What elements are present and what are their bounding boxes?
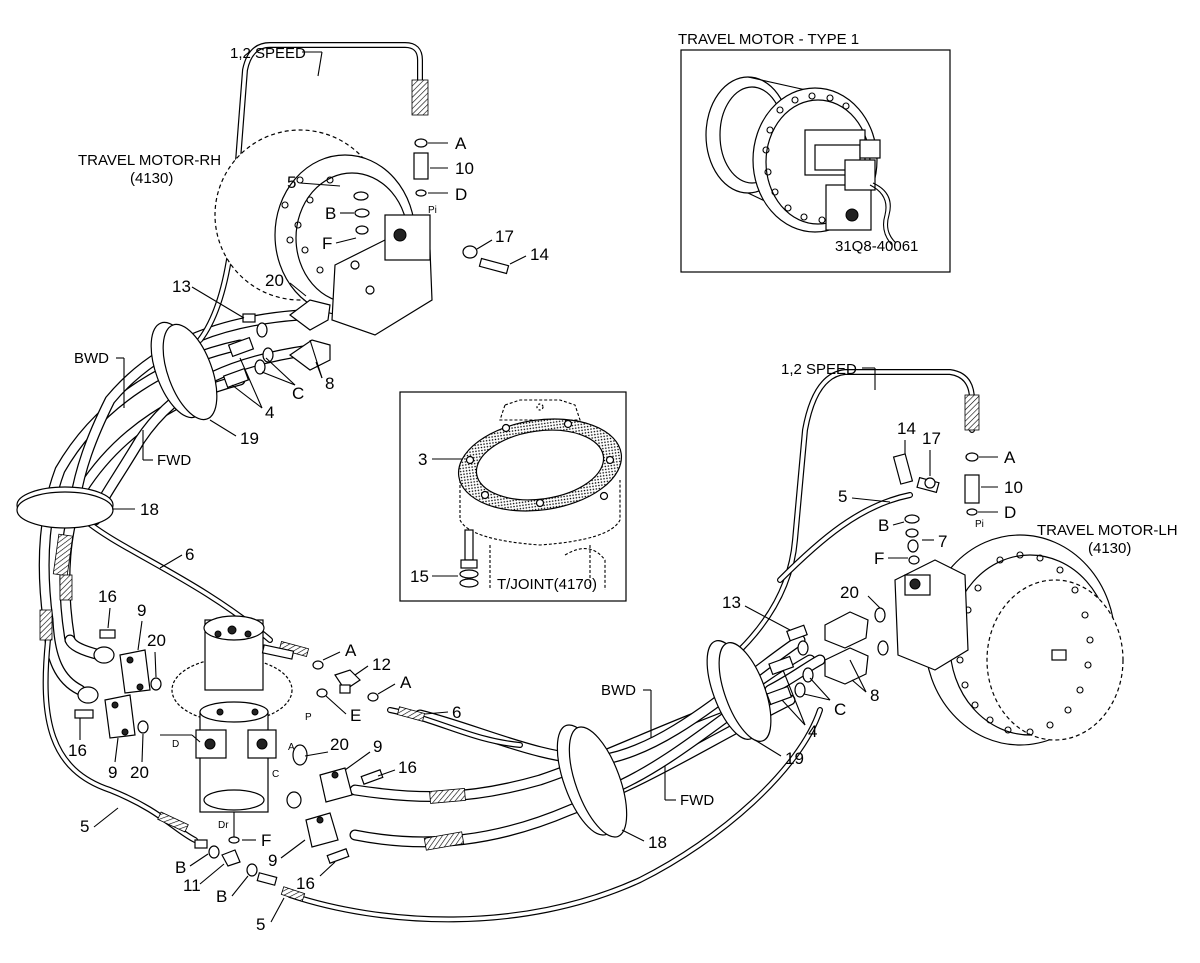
rh-label-17: 17: [495, 227, 514, 246]
motor-rh-title: TRAVEL MOTOR-RH: [78, 152, 221, 169]
sw-label-6b: 6: [452, 703, 461, 722]
rh-label-A: A: [455, 134, 467, 153]
lh-label-18: 18: [648, 833, 667, 852]
motor-lh-code: (4130): [1088, 540, 1131, 557]
sw-label-9a: 9: [137, 601, 146, 620]
rh-label-18: 18: [140, 500, 159, 519]
lh-label-7: 7: [938, 532, 947, 551]
sw-label-20a: 20: [147, 631, 166, 650]
rh-callouts: 1,2 SPEED A 10 D Pi 5 B F 17 14 20 13 C …: [74, 45, 549, 519]
lh-label-A: A: [1004, 448, 1016, 467]
motor-lh-title: TRAVEL MOTOR-LH: [1037, 522, 1178, 539]
travel-motor-rh-illustration: [214, 129, 433, 371]
lh-label-D: D: [1004, 503, 1016, 522]
lh-label-19: 19: [785, 749, 804, 768]
sw-label-D: D: [172, 739, 179, 750]
lh-label-Pi: Pi: [975, 519, 984, 530]
rh-label-C: C: [292, 384, 304, 403]
inset-title: TRAVEL MOTOR - TYPE 1: [678, 31, 859, 48]
lh-label-20: 20: [840, 583, 859, 602]
sw-port-C: C: [272, 769, 279, 780]
sw-label-9c: 9: [373, 737, 382, 756]
sw-label-B1: B: [175, 858, 186, 877]
lh-label-5: 5: [838, 487, 847, 506]
lh-label-FWD: FWD: [680, 792, 714, 809]
rh-label-speed: 1,2 SPEED: [230, 45, 306, 62]
sw-label-B2: B: [216, 887, 227, 906]
rh-label-19: 19: [240, 429, 259, 448]
sw-label-A1: A: [345, 641, 357, 660]
lh-label-F: F: [874, 549, 884, 568]
lh-label-14: 14: [897, 419, 916, 438]
sw-label-6a: 6: [185, 545, 194, 564]
sw-label-12: 12: [372, 655, 391, 674]
lh-callouts: 1,2 SPEED 14 17 A 10 D Pi 5 B 7 F 20 13 …: [601, 361, 1023, 852]
motor-rh-code: (4130): [130, 170, 173, 187]
sw-label-9d: 9: [268, 851, 277, 870]
sw-label-16c: 16: [398, 758, 417, 777]
lh-label-13: 13: [722, 593, 741, 612]
rh-label-14: 14: [530, 245, 549, 264]
rh-label-4: 4: [265, 403, 274, 422]
sw-label-16d: 16: [296, 874, 315, 893]
rh-label-10: 10: [455, 159, 474, 178]
sw-label-11: 11: [183, 876, 201, 895]
sw-label-5b: 5: [256, 915, 265, 934]
lh-label-10: 10: [1004, 478, 1023, 497]
sw-label-Dr: Dr: [218, 820, 229, 831]
travel-motor-lh-illustration: [894, 534, 1124, 746]
inset-turning-joint: 3 15 T/JOINT(4170): [399, 391, 627, 602]
lh-label-speed: 1,2 SPEED: [781, 361, 857, 378]
joint-caption: T/JOINT(4170): [497, 576, 597, 593]
rh-fittings: [222, 138, 510, 389]
sw-label-16a: 16: [98, 587, 117, 606]
sw-label-P: P: [305, 712, 312, 723]
lh-label-C: C: [834, 700, 846, 719]
inset-travel-motor-type1: TRAVEL MOTOR - TYPE 1 31Q8-40061: [678, 31, 951, 273]
joint-gasket-illustration: [457, 399, 623, 590]
swivel-callouts: 6 16 9 20 A 12 A E P 6 16 9 20 D A C 20 …: [68, 545, 461, 934]
lh-label-B: B: [878, 516, 889, 535]
sw-port-A: A: [288, 742, 295, 753]
rh-label-Pi: Pi: [428, 205, 437, 216]
lh-label-4: 4: [808, 722, 817, 741]
hose-clamps: [16, 321, 772, 838]
rh-label-D: D: [455, 185, 467, 204]
sw-label-16b: 16: [68, 741, 87, 760]
swivel-joint-illustration: [171, 615, 293, 838]
rh-label-B: B: [325, 204, 336, 223]
travel-motor-type1-illustration: [705, 76, 897, 246]
swivel-fittings: [74, 629, 384, 886]
lh-label-8: 8: [870, 686, 879, 705]
sw-label-A2: A: [400, 673, 412, 692]
rh-label-20: 20: [265, 271, 284, 290]
inset-part-code: 31Q8-40061: [835, 238, 918, 255]
sw-label-20b: 20: [130, 763, 149, 782]
sw-label-9b: 9: [108, 763, 117, 782]
sw-label-E: E: [350, 706, 361, 725]
rh-label-BWD: BWD: [74, 350, 109, 367]
rh-label-5: 5: [287, 173, 296, 192]
lh-fittings: [766, 452, 980, 706]
callout-15: 15: [410, 567, 429, 586]
sw-label-5a: 5: [80, 817, 89, 836]
lh-label-17: 17: [922, 429, 941, 448]
hose-fittings: [39, 79, 980, 902]
rh-label-8: 8: [325, 374, 334, 393]
sw-label-20c: 20: [330, 735, 349, 754]
lh-label-BWD: BWD: [601, 682, 636, 699]
callout-3: 3: [418, 450, 427, 469]
rh-label-F: F: [322, 234, 332, 253]
rh-label-FWD: FWD: [157, 452, 191, 469]
rh-label-13: 13: [172, 277, 191, 296]
sw-label-F: F: [261, 831, 271, 850]
